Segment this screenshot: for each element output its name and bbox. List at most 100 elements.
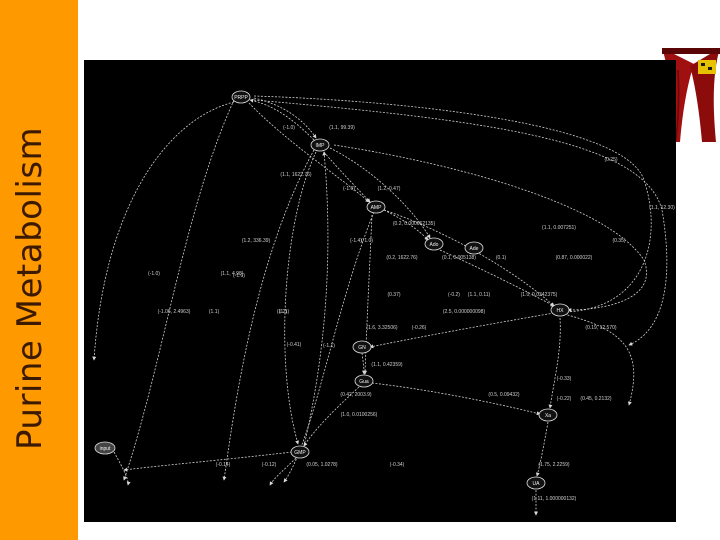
edge-label: (-1.0) (148, 271, 160, 277)
pathway-edge (303, 151, 329, 447)
edge-label: (-1.0) (361, 238, 373, 244)
edge-label: (-1.0) (343, 186, 355, 192)
edge-label: (-0.2) (448, 292, 460, 298)
node-shape (526, 476, 546, 490)
edge-label: (1.6, 3.32506) (366, 325, 397, 331)
edge-label: (1.2, 0.47) (378, 186, 401, 192)
edge-label: (-0.34) (390, 462, 405, 468)
pathway-edge (123, 451, 293, 472)
node-label: GMP (294, 450, 306, 456)
pathway-edge (253, 97, 317, 139)
node-shape (550, 303, 570, 317)
edge-label: (-0.33) (557, 376, 572, 382)
pathway-edge (371, 382, 541, 416)
pathway-node: IMP (310, 138, 330, 152)
node-label: GN (358, 345, 366, 351)
pathway-edge (253, 95, 652, 314)
pathway-edge (323, 151, 371, 203)
node-shape (94, 441, 116, 455)
edge-label: (1.1) (279, 309, 290, 315)
edge-label: (0.45, 0.2132) (580, 396, 611, 402)
pathway-edge (361, 352, 366, 375)
pathway-diagram: (-1.0) (1.1, 99.39) (0.25) (1.1, 12.30) (1.1… (84, 60, 676, 522)
node-label: Ade (470, 246, 479, 252)
node-shape (290, 445, 310, 459)
node-label: IMP (316, 143, 326, 149)
edge-label: (1.0, 0.0100256) (341, 412, 378, 418)
pathway-edge (92, 101, 235, 361)
pathway-edge (248, 102, 370, 203)
edge-label: (1.11, 1.000000132) (532, 496, 577, 502)
pathway-edge (535, 421, 549, 477)
edge-label: (-1.0) (283, 125, 295, 131)
edge-label: (1.1, 1622.76) (280, 172, 311, 178)
pathway-node: input (94, 441, 116, 455)
edge-label: (0.35) (612, 238, 625, 244)
pathway-node: UA (526, 476, 546, 490)
edge-label: (-1.4) (350, 238, 362, 244)
edge-label: (1.1, 99.39) (329, 125, 355, 131)
node-shape (464, 241, 484, 255)
slide-title: Purine Metabolism (10, 126, 50, 450)
edge-label: (1.1, 12.30) (649, 205, 675, 211)
edge-label: (0.87, 0.000022) (556, 255, 593, 261)
edge-label: (-1.06, 2.4963) (158, 309, 191, 315)
pathway-node: PRPP (231, 90, 251, 104)
edge-label: (-0.12) (262, 462, 277, 468)
edge-label: (0.42, 2003.9) (340, 392, 371, 398)
edge-label: (-0.14) (216, 462, 231, 468)
node-label: PRPP (234, 95, 248, 101)
node-shape (424, 237, 444, 251)
node-shape (366, 200, 386, 214)
pathway-edge (563, 313, 635, 406)
pathway-edge (363, 214, 373, 375)
node-label: AMP (371, 205, 383, 211)
edge-label: (-0.41) (287, 342, 302, 348)
pathway-edge (333, 144, 647, 312)
node-label: Gua (359, 379, 369, 385)
pathway-edge (284, 151, 317, 445)
edge-label: (0.37) (387, 292, 400, 298)
edge-label: (1.0, 0.0342375) (521, 292, 558, 298)
edge-label: (1.2, 336.39) (242, 238, 271, 244)
pathway-edge (269, 457, 297, 486)
edge-label: (0.05, 1.0278) (306, 462, 337, 468)
edge-label: (-0.22) (557, 396, 572, 402)
node-shape (310, 138, 330, 152)
pathway-edge (369, 312, 555, 349)
node-label: HX (557, 308, 565, 314)
edge-label: (-1.1) (323, 343, 335, 349)
pathway-edge (222, 149, 315, 481)
edge-label: (0.1) (496, 255, 507, 261)
node-shape (538, 408, 558, 422)
edge-label: (1.1, 0.42359) (371, 362, 402, 368)
node-shape (354, 374, 374, 388)
node-label: UA (533, 481, 541, 487)
edge-label: (1.2) (277, 309, 288, 315)
edge-label: (0.2, 1622.76) (386, 255, 417, 261)
sidebar-band: Purine Metabolism (0, 0, 78, 540)
pathway-node: Xa (538, 408, 558, 422)
pathway-edge (329, 147, 431, 239)
pathway-node: Ado (424, 237, 444, 251)
edge-label: (-0.26) (412, 325, 427, 331)
pathway-edge (303, 386, 360, 447)
pathway-edge (123, 99, 235, 481)
edge-label: (0.5, 0.09432) (488, 392, 519, 398)
pathway-edge (439, 249, 555, 307)
edge-label: (-1.0) (233, 273, 245, 279)
edge-label: (1.1, 0.11) (468, 292, 491, 298)
edge-label: (0.19, 12.570) (585, 325, 616, 331)
node-shape (231, 90, 251, 104)
pathway-node: HX (550, 303, 570, 317)
pathway-node: Gua (354, 374, 374, 388)
edge-label: (2.5, 0.000000098) (443, 309, 486, 315)
edge-label: (0.25) (604, 157, 617, 163)
node-label: Xa (545, 413, 551, 419)
pathway-edge (249, 98, 315, 141)
edge-label: (1.75, 2.2259) (538, 462, 569, 468)
edge-label: (1.1, 0.007251) (542, 225, 576, 231)
edge-label: (1.1) (209, 309, 220, 315)
pathway-node: Ade (464, 241, 484, 255)
pathway-edge (383, 209, 429, 241)
